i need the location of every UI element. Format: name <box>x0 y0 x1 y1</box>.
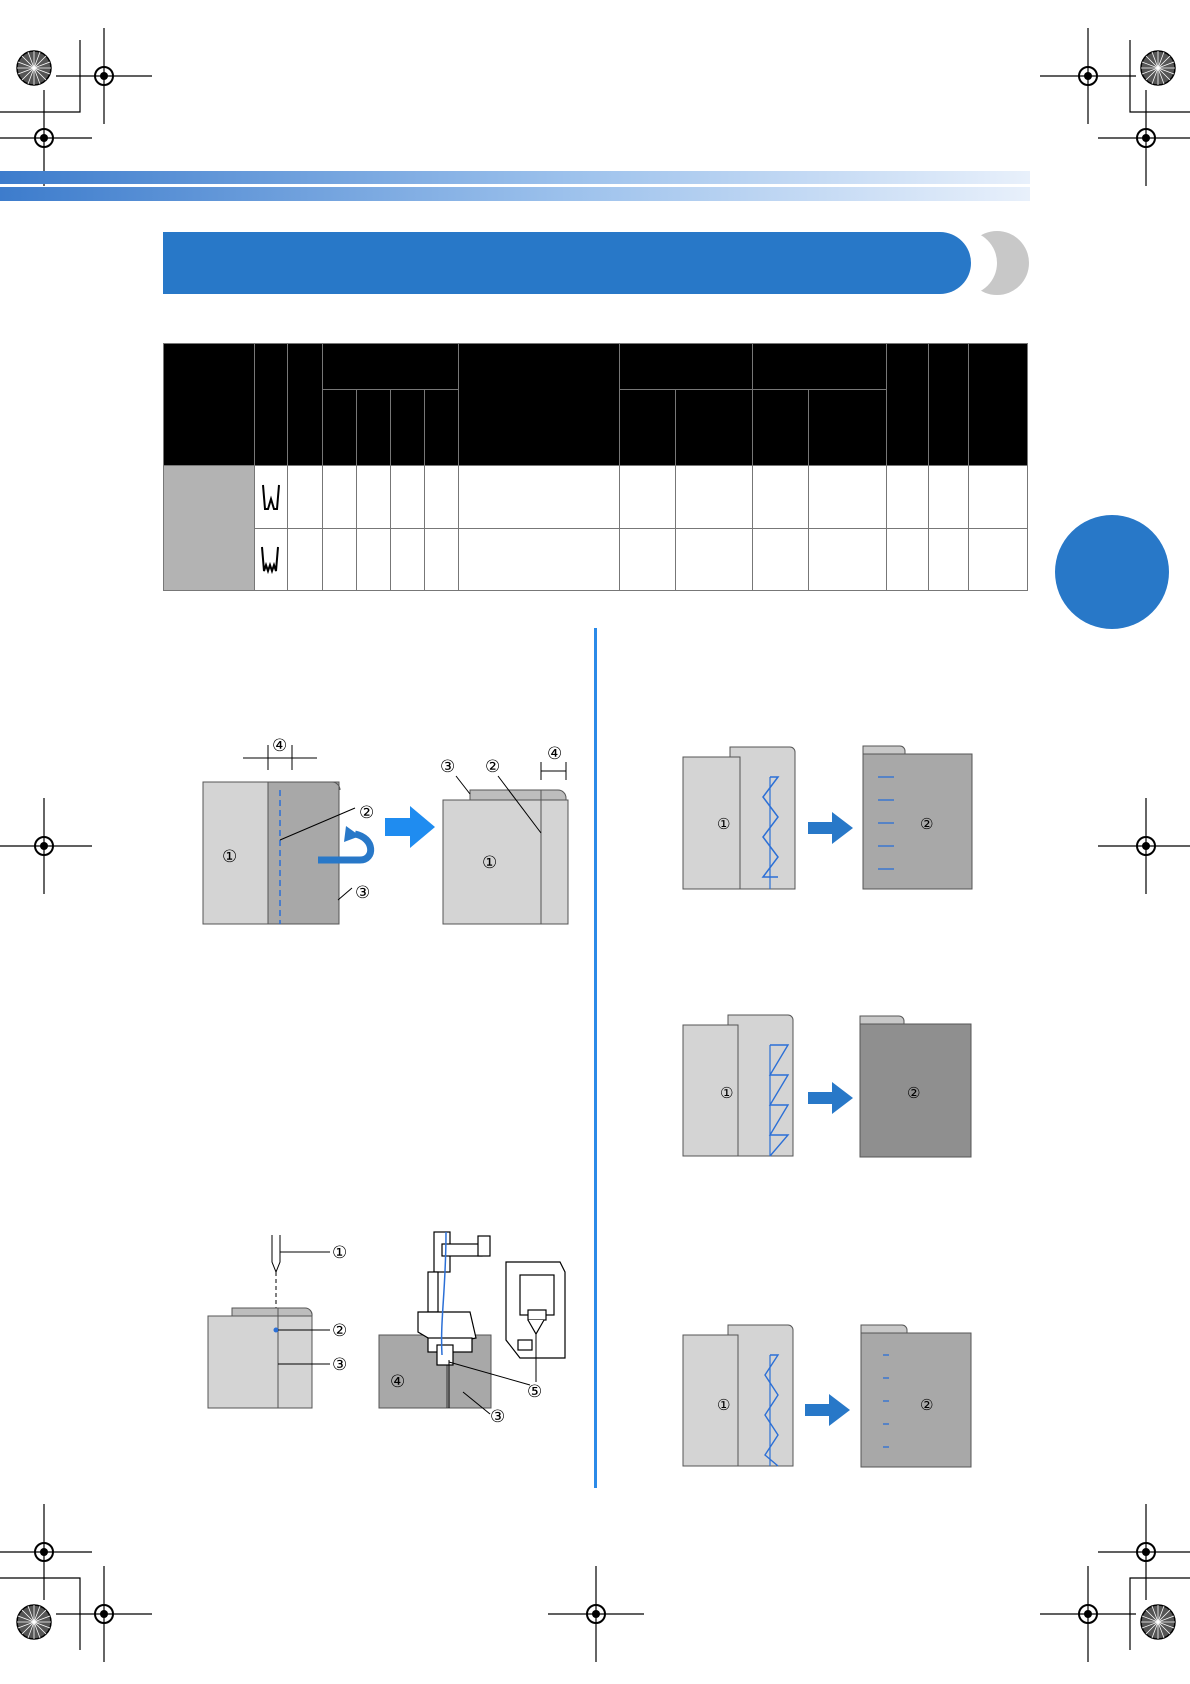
table-header-cell <box>808 389 887 467</box>
stitch-name-cell <box>163 465 255 591</box>
table-cell <box>322 527 357 592</box>
table-cell <box>458 465 620 529</box>
table-row <box>163 465 1028 591</box>
table-cell <box>968 527 1028 592</box>
table-cell <box>886 465 929 529</box>
table-cell <box>675 527 753 592</box>
table-cell <box>752 527 809 592</box>
table-header-cell <box>287 342 323 467</box>
table-header-cell <box>163 342 255 467</box>
table-header-cell <box>254 342 288 467</box>
table-header-cell <box>886 342 929 467</box>
pattern-cell <box>254 465 288 529</box>
table-cell <box>928 465 969 529</box>
table-header-cell <box>424 389 459 467</box>
table-cell <box>808 527 887 592</box>
table-cell <box>356 465 391 529</box>
table-cell <box>424 465 459 529</box>
table-cell <box>808 465 887 529</box>
table-cell <box>675 465 753 529</box>
stitch-settings-table <box>163 342 1028 592</box>
table-cell <box>287 465 323 529</box>
table-header-cell <box>928 342 969 467</box>
blind-hem-stitch-icon <box>262 485 280 511</box>
table-cell <box>356 527 391 592</box>
table-header-cell <box>752 342 887 391</box>
table-row <box>164 527 1028 592</box>
table-header-cell <box>322 342 459 391</box>
table-header-cell <box>619 389 676 467</box>
table-cell <box>752 465 809 529</box>
table-cell <box>390 465 425 529</box>
table-cell <box>287 527 323 592</box>
table-cell <box>619 527 676 592</box>
table-header-cell <box>458 342 620 467</box>
table-cell <box>458 527 620 592</box>
table-cell <box>322 465 357 529</box>
table-cell <box>928 527 969 592</box>
table-cell <box>886 527 929 592</box>
pattern-cell <box>254 527 288 592</box>
table-header-cell <box>968 342 1028 467</box>
table-header-cell <box>390 389 425 467</box>
table-cell <box>968 465 1028 529</box>
table-header-cell <box>675 389 753 467</box>
table-cell <box>424 527 459 592</box>
table-cell <box>619 465 676 529</box>
table-header-cell <box>356 389 391 467</box>
column-divider <box>594 628 597 1488</box>
table-cell <box>390 527 425 592</box>
chapter-tab <box>1055 515 1169 629</box>
stretch-blind-hem-stitch-icon <box>261 547 279 575</box>
table-header-cell <box>752 389 809 467</box>
table-header-cell <box>619 342 753 391</box>
table-header-cell <box>322 389 357 467</box>
